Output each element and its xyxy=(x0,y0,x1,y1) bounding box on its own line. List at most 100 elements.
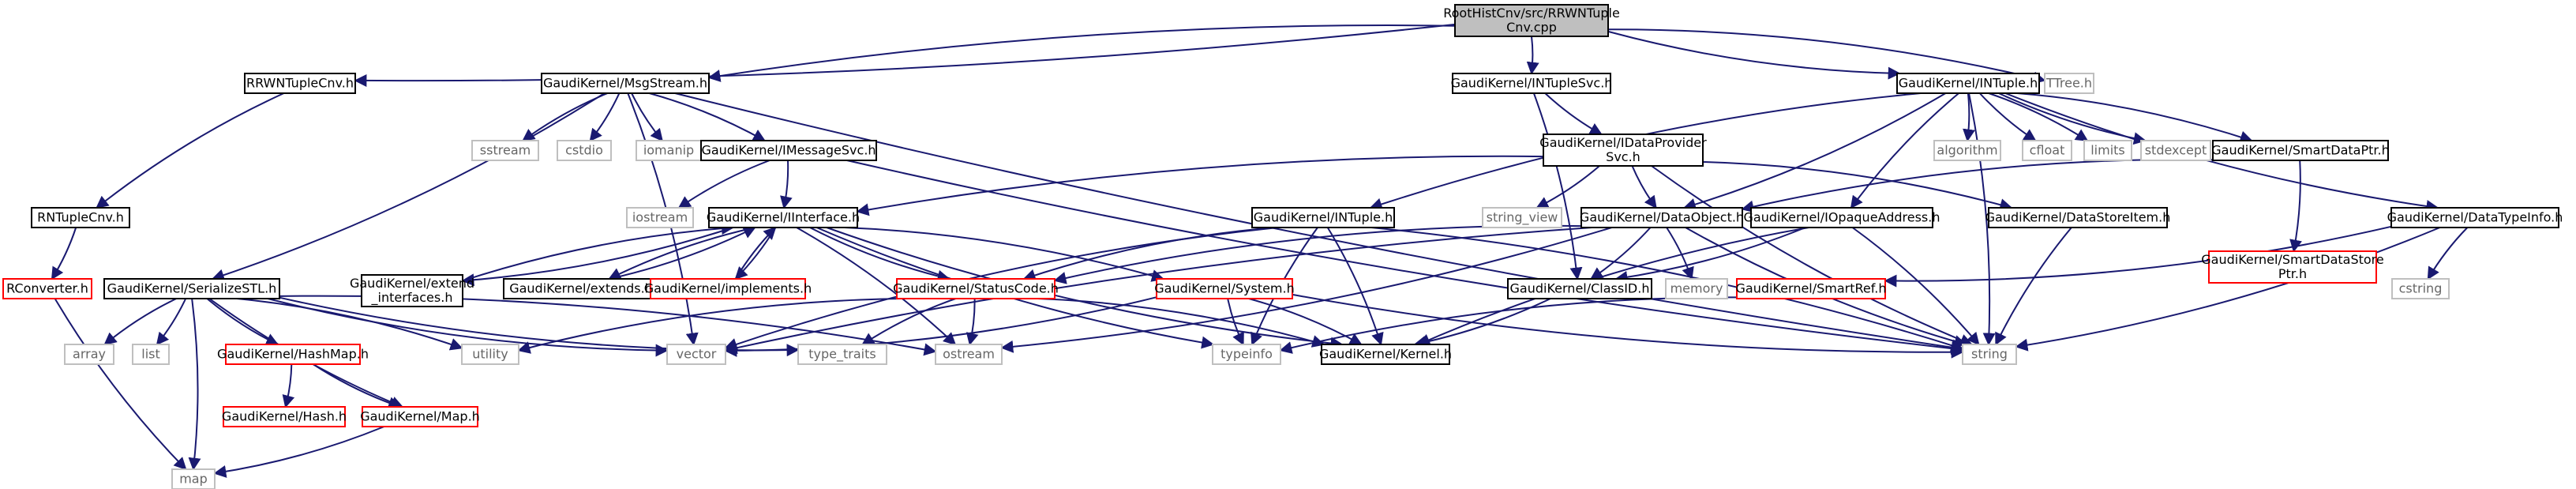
node-box xyxy=(2083,140,2132,161)
node-label: array xyxy=(73,347,106,362)
node-statuscode[interactable]: GaudiKernel/StatusCode.h xyxy=(893,278,1059,299)
edge-iinterface-to-ostream xyxy=(796,227,957,346)
node-memory[interactable]: memory xyxy=(1665,278,1728,299)
node-ttree[interactable]: TTree.h xyxy=(2044,73,2094,94)
node-hashmap[interactable]: GaudiKernel/HashMap.h xyxy=(217,344,369,365)
node-algorithm[interactable]: algorithm xyxy=(1933,140,2001,161)
node-label: memory xyxy=(1670,281,1723,296)
edge-statuscode-to-type_traits xyxy=(861,298,956,345)
node-intuple-upper[interactable]: GaudiKernel/INTuple.h xyxy=(1896,73,2040,94)
node-iinterface[interactable]: GaudiKernel/IInterface.h xyxy=(707,207,860,228)
node-serializestl[interactable]: GaudiKernel/SerializeSTL.h xyxy=(103,278,280,299)
node-iomanip[interactable]: iomanip xyxy=(636,140,702,161)
node-ostream[interactable]: ostream xyxy=(935,344,1003,365)
node-label: limits xyxy=(2090,143,2125,158)
edge-implements-to-iinterface xyxy=(734,226,777,280)
node-system[interactable]: GaudiKernel/System.h xyxy=(1154,278,1295,299)
node-datastoreitem[interactable]: GaudiKernel/DataStoreItem.h xyxy=(1985,207,2171,228)
node-smartdataptr[interactable]: GaudiKernel/SmartDataPtr.h xyxy=(2211,140,2390,161)
node-box xyxy=(503,278,659,299)
edge-dataobject-to-ostream xyxy=(1000,227,1612,353)
edge-iinterface-to-implements xyxy=(734,227,777,280)
node-box xyxy=(557,140,612,161)
node-msgstream[interactable]: GaudiKernel/MsgStream.h xyxy=(541,73,710,94)
node-map[interactable]: map xyxy=(171,468,216,489)
node-sstream[interactable]: sstream xyxy=(471,140,539,161)
node-vector[interactable]: vector xyxy=(666,344,726,365)
node-typeinfo[interactable]: typeinfo xyxy=(1212,344,1281,365)
node-box xyxy=(1896,73,2040,94)
node-implements[interactable]: GaudiKernel/implements.h xyxy=(644,278,812,299)
edge-msgstream-to-sstream xyxy=(522,92,608,141)
node-label: utility xyxy=(472,347,508,362)
node-extends[interactable]: GaudiKernel/extends.h xyxy=(503,278,659,299)
node-iopaqueaddress[interactable]: GaudiKernel/IOpaqueAddress.h xyxy=(1744,207,1940,228)
node-intuplesvc[interactable]: GaudiKernel/INTupleSvc.h xyxy=(1451,73,1613,94)
node-label: vector xyxy=(677,347,717,362)
node-box xyxy=(1736,278,1886,299)
node-limits[interactable]: limits xyxy=(2083,140,2132,161)
node-box xyxy=(1750,207,1933,228)
edge-idataprovidersvc-to-string_view xyxy=(1535,165,1600,209)
edge-rntuplecnv-to-rconverter xyxy=(51,227,77,280)
edge-idataprovidersvc-to-iinterface xyxy=(856,155,1544,216)
node-cstring[interactable]: cstring xyxy=(2391,278,2450,299)
node-root[interactable]: RootHistCnv/src/RRWNTupleCnv.cpp xyxy=(1443,4,1620,37)
edge-system-to-vector xyxy=(724,296,1157,357)
node-intuple-lower[interactable]: GaudiKernel/INTuple.h xyxy=(1251,207,1395,228)
node-iostream[interactable]: iostream xyxy=(626,207,694,228)
node-list[interactable]: list xyxy=(132,344,170,365)
node-string-view[interactable]: string_view xyxy=(1482,207,1562,228)
edge-msgstream-to-serializestl xyxy=(211,92,606,282)
node-rntuplecnv[interactable]: RNTupleCnv.h xyxy=(31,207,130,228)
node-array[interactable]: array xyxy=(64,344,114,365)
edge-statuscode-to-utility xyxy=(517,298,903,354)
node-kernel[interactable]: GaudiKernel/Kernel.h xyxy=(1319,344,1452,365)
node-box xyxy=(1482,207,1562,228)
edge-extend_interfaces-to-iinterface xyxy=(462,222,735,282)
node-label: GaudiKernel/System.h xyxy=(1154,281,1295,296)
node-hash[interactable]: GaudiKernel/Hash.h xyxy=(222,406,347,427)
node-label: GaudiKernel/SerializeSTL.h xyxy=(107,281,277,296)
node-cfloat[interactable]: cfloat xyxy=(2022,140,2072,161)
node-imessagesvc[interactable]: GaudiKernel/IMessageSvc.h xyxy=(700,140,877,161)
node-label: RConverter.h xyxy=(6,281,88,296)
node-label: GaudiKernel/SmartDataPtr.h xyxy=(2211,143,2389,158)
edge-iinterface-to-statuscode xyxy=(809,227,951,283)
node-box xyxy=(1321,344,1450,365)
node-smartref[interactable]: GaudiKernel/SmartRef.h xyxy=(1736,278,1887,299)
node-label: GaudiKernel/implements.h xyxy=(644,281,812,296)
node-label: TTree.h xyxy=(2045,76,2092,91)
node-box xyxy=(2390,207,2559,228)
node-classid[interactable]: GaudiKernel/ClassID.h xyxy=(1507,278,1652,299)
node-label: ostream xyxy=(943,347,995,362)
node-type-traits[interactable]: type_traits xyxy=(797,344,887,365)
edge-iopaqueaddress-to-string xyxy=(1851,227,1980,346)
edge-iinterface-to-system xyxy=(844,227,1164,282)
node-label: GaudiKernel/extends.h xyxy=(509,281,653,296)
node-label: Ptr.h xyxy=(2278,266,2307,281)
node-box xyxy=(223,406,346,427)
node-extend-interfaces[interactable]: GaudiKernel/extend_interfaces.h xyxy=(350,274,474,307)
node-stdexcept[interactable]: stdexcept xyxy=(2140,140,2211,161)
node-box xyxy=(132,344,170,365)
node-datatypeinfo[interactable]: GaudiKernel/DataTypeInfo.h xyxy=(2387,207,2563,228)
edge-root-to-rrwntuplecnv xyxy=(354,23,1456,87)
edge-idataprovidersvc-to-datastoreitem xyxy=(1702,161,2013,211)
node-rrwntuplecnv[interactable]: RRWNTupleCnv.h xyxy=(244,73,356,94)
node-cstdio[interactable]: cstdio xyxy=(557,140,612,161)
edge-intuple_upper-to-limits xyxy=(1988,92,2089,141)
edge-msgstream-to-cstdio xyxy=(589,92,621,142)
node-label: GaudiKernel/StatusCode.h xyxy=(893,281,1059,296)
node-label: algorithm xyxy=(1937,143,1997,158)
node-box xyxy=(2212,140,2389,161)
node-utility[interactable]: utility xyxy=(461,344,519,365)
node-map-h[interactable]: GaudiKernel/Map.h xyxy=(360,406,480,427)
node-box xyxy=(797,344,887,365)
node-string[interactable]: string xyxy=(1962,344,2017,365)
node-rconverter[interactable]: RConverter.h xyxy=(2,278,92,299)
edge-classid-to-kernel xyxy=(1413,298,1551,348)
node-dataobject[interactable]: GaudiKernel/DataObject.h xyxy=(1580,207,1744,228)
